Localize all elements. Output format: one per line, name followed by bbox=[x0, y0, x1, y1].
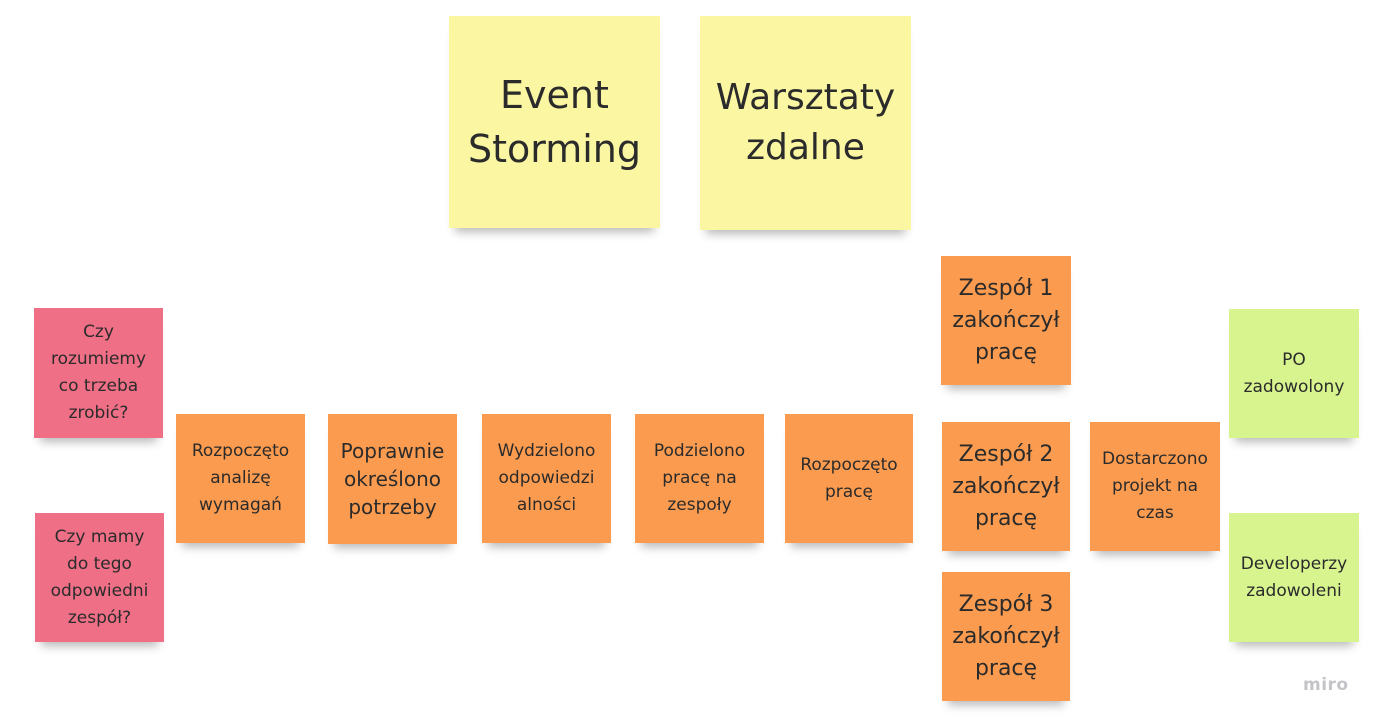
sticky-note-text: PO zadowolony bbox=[1243, 349, 1345, 397]
sticky-note-team-1[interactable]: Zespół 1 zakończył pracę bbox=[941, 256, 1071, 385]
sticky-note-text: Dostarczono projekt na czas bbox=[1102, 449, 1208, 523]
sticky-note-question-1[interactable]: Czy rozumiemy co trzeba zrobić? bbox=[34, 308, 163, 438]
sticky-note-text: Rozpoczęto pracę bbox=[800, 454, 898, 502]
sticky-note-event-storming[interactable]: Event Storming bbox=[449, 16, 660, 228]
sticky-note-text: Zespół 2 zakończył pracę bbox=[952, 441, 1060, 531]
sticky-note-warsztaty-zdalne[interactable]: Warsztaty zdalne bbox=[700, 16, 911, 230]
sticky-note-team-2[interactable]: Zespół 2 zakończył pracę bbox=[942, 422, 1070, 551]
sticky-note-text: Zespół 1 zakończył pracę bbox=[952, 275, 1060, 365]
miro-logo: miro bbox=[1303, 675, 1349, 695]
sticky-note-event-5[interactable]: Rozpoczęto pracę bbox=[785, 414, 913, 543]
sticky-note-text: Warsztaty zdalne bbox=[715, 77, 896, 168]
sticky-note-question-2[interactable]: Czy mamy do tego odpowiedni zespół? bbox=[35, 513, 164, 642]
sticky-note-text: Wydzielono odpowiedzi alności bbox=[497, 441, 596, 515]
sticky-note-text: Developerzy zadowoleni bbox=[1240, 553, 1348, 601]
sticky-note-event-3[interactable]: Wydzielono odpowiedzi alności bbox=[482, 414, 611, 543]
sticky-note-text: Podzielono pracę na zespoły bbox=[653, 441, 746, 515]
sticky-note-outcome-1[interactable]: PO zadowolony bbox=[1229, 309, 1359, 438]
sticky-note-text: Event Storming bbox=[467, 73, 641, 171]
sticky-note-event-4[interactable]: Podzielono pracę na zespoły bbox=[635, 414, 764, 543]
sticky-note-text: Zespół 3 zakończył pracę bbox=[952, 591, 1060, 681]
sticky-note-text: Rozpoczęto analizę wymagań bbox=[191, 441, 290, 515]
sticky-note-text: Poprawnie określono potrzeby bbox=[340, 439, 445, 519]
sticky-note-text: Czy mamy do tego odpowiedni zespół? bbox=[50, 526, 149, 628]
sticky-note-event-1[interactable]: Rozpoczęto analizę wymagań bbox=[176, 414, 305, 543]
sticky-note-team-3[interactable]: Zespół 3 zakończył pracę bbox=[942, 572, 1070, 701]
sticky-note-final-event[interactable]: Dostarczono projekt na czas bbox=[1090, 422, 1220, 551]
sticky-note-outcome-2[interactable]: Developerzy zadowoleni bbox=[1229, 513, 1359, 642]
sticky-note-text: Czy rozumiemy co trzeba zrobić? bbox=[50, 322, 147, 423]
sticky-note-event-2[interactable]: Poprawnie określono potrzeby bbox=[328, 414, 457, 544]
